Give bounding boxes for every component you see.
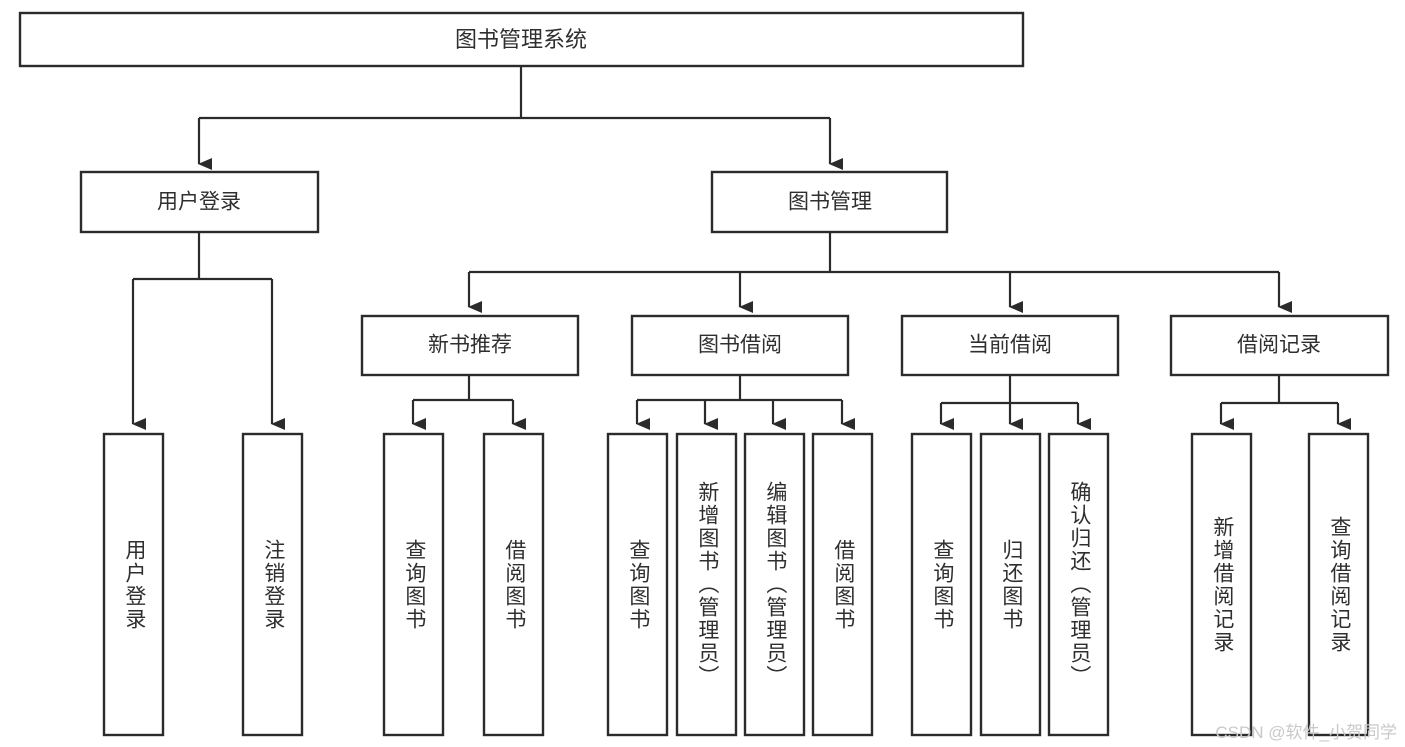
- node-book-manage-box[interactable]: [710, 170, 949, 234]
- leaf-box-borrow-record-1[interactable]: [1190, 432, 1253, 737]
- connector-group-new-book: [411, 375, 526, 430]
- leaf-box-user-login-1[interactable]: [102, 432, 165, 737]
- node-current-borrow-label: 当前借阅: [968, 334, 1052, 357]
- node-user-login-box[interactable]: [79, 170, 320, 234]
- node-book-manage-label: 图书管理: [788, 191, 872, 214]
- node-borrow-record[interactable]: 借阅记录: [1169, 314, 1390, 377]
- node-root-label: 图书管理系统: [455, 27, 587, 52]
- node-book-borrow-label: 图书借阅: [698, 334, 782, 357]
- connector-group-book-borrow: [635, 375, 855, 430]
- leaf-box-current-borrow-1[interactable]: [910, 432, 973, 737]
- node-root[interactable]: 图书管理系统: [18, 11, 1025, 68]
- leaf-box-current-borrow-3[interactable]: [1047, 432, 1110, 737]
- leaf-box-book-borrow-3[interactable]: [743, 432, 806, 737]
- leaf-box-book-borrow-2[interactable]: [675, 432, 738, 737]
- node-new-book-recommend-box[interactable]: [360, 314, 580, 377]
- leaf-box-current-borrow-2[interactable]: [979, 432, 1042, 737]
- node-book-borrow[interactable]: 图书借阅: [630, 314, 850, 377]
- connector-group-user-login: [131, 232, 285, 430]
- leaf-box-new-book-2[interactable]: [482, 432, 545, 737]
- node-new-book-recommend[interactable]: 新书推荐: [360, 314, 580, 377]
- watermark-text: CSDN @软件_小贺同学: [1215, 723, 1397, 742]
- node-current-borrow[interactable]: 当前借阅: [900, 314, 1120, 377]
- leaf-box-new-book-1[interactable]: [382, 432, 445, 737]
- node-current-borrow-box[interactable]: [900, 314, 1120, 377]
- connector-group-borrow-record: [1219, 375, 1351, 430]
- leaf-box-book-borrow-1[interactable]: [606, 432, 669, 737]
- node-user-login[interactable]: 用户登录: [79, 170, 320, 234]
- node-user-login-label: 用户登录: [157, 191, 241, 214]
- leaf-boxes: [102, 432, 1370, 737]
- node-borrow-record-label: 借阅记录: [1237, 334, 1321, 357]
- connector-group-book-manage: [467, 232, 1292, 313]
- leaf-box-book-borrow-4[interactable]: [811, 432, 874, 737]
- leaf-box-borrow-record-2[interactable]: [1307, 432, 1370, 737]
- node-book-manage[interactable]: 图书管理: [710, 170, 949, 234]
- leaf-box-user-login-2[interactable]: [241, 432, 304, 737]
- node-book-borrow-box[interactable]: [630, 314, 850, 377]
- connector-group-current-borrow: [939, 375, 1091, 430]
- node-root-box[interactable]: [18, 11, 1025, 68]
- node-borrow-record-box[interactable]: [1169, 314, 1390, 377]
- node-new-book-recommend-label: 新书推荐: [428, 334, 512, 357]
- connector-group-root: [197, 66, 843, 170]
